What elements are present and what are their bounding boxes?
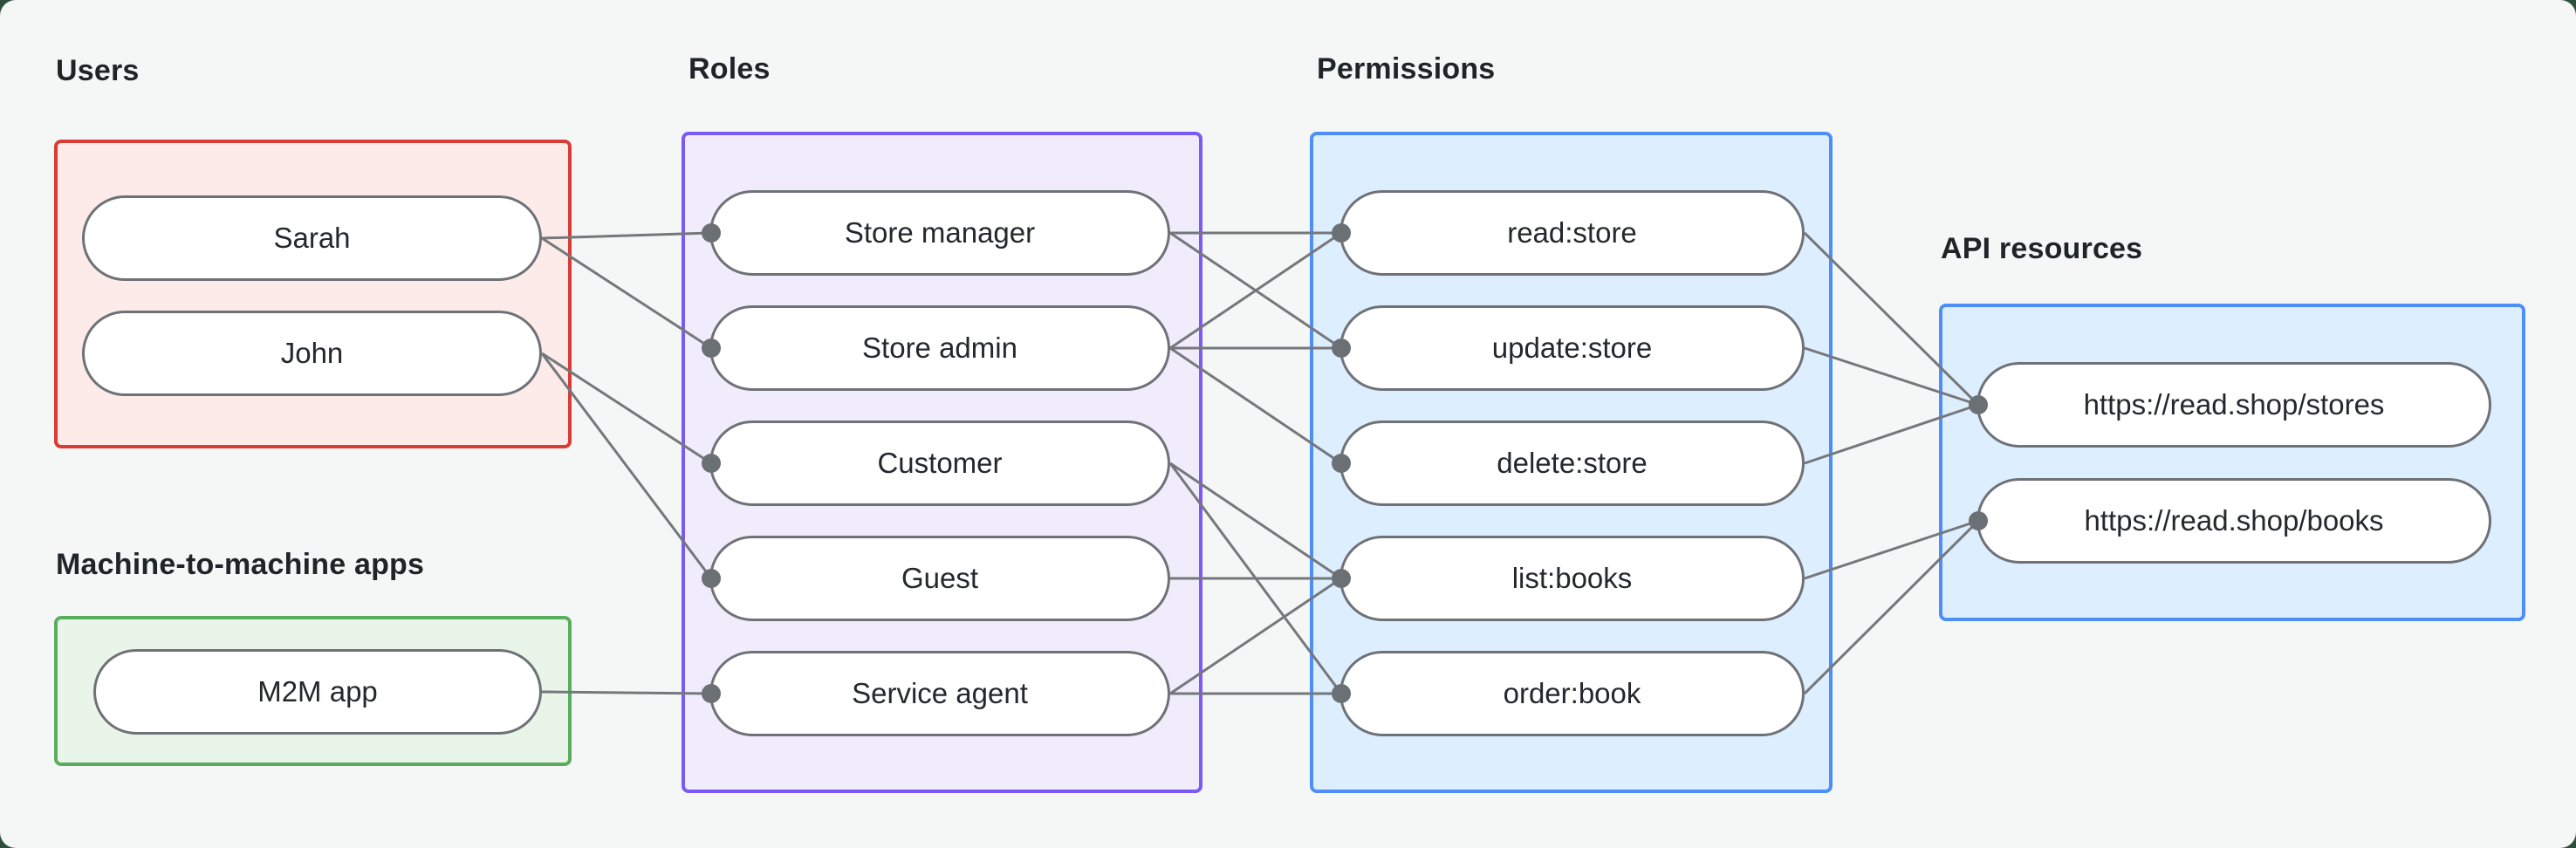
node-delete_store: delete:store [1339,421,1805,506]
node-john: John [82,311,542,396]
node-store_manager: Store manager [709,190,1170,276]
node-guest: Guest [709,536,1170,621]
node-m2m_app: M2M app [93,649,542,735]
node-order_book: order:book [1339,651,1805,736]
node-sarah: Sarah [82,195,542,281]
node-update_store: update:store [1339,305,1805,391]
group-roles-label: Roles [689,52,771,85]
node-api_stores: https://read.shop/stores [1977,362,2491,448]
group-api-box [1939,304,2525,621]
node-customer: Customer [709,421,1170,506]
group-users-label: Users [56,54,140,87]
group-users-box [54,140,572,448]
node-read_store: read:store [1339,190,1805,276]
group-permissions-label: Permissions [1317,52,1496,85]
group-api-label: API resources [1941,232,2143,265]
node-store_admin: Store admin [709,305,1170,391]
node-list_books: list:books [1339,536,1805,621]
group-m2m-label: Machine-to-machine apps [56,548,425,581]
node-api_books: https://read.shop/books [1977,478,2491,564]
node-service_agent: Service agent [709,651,1170,736]
